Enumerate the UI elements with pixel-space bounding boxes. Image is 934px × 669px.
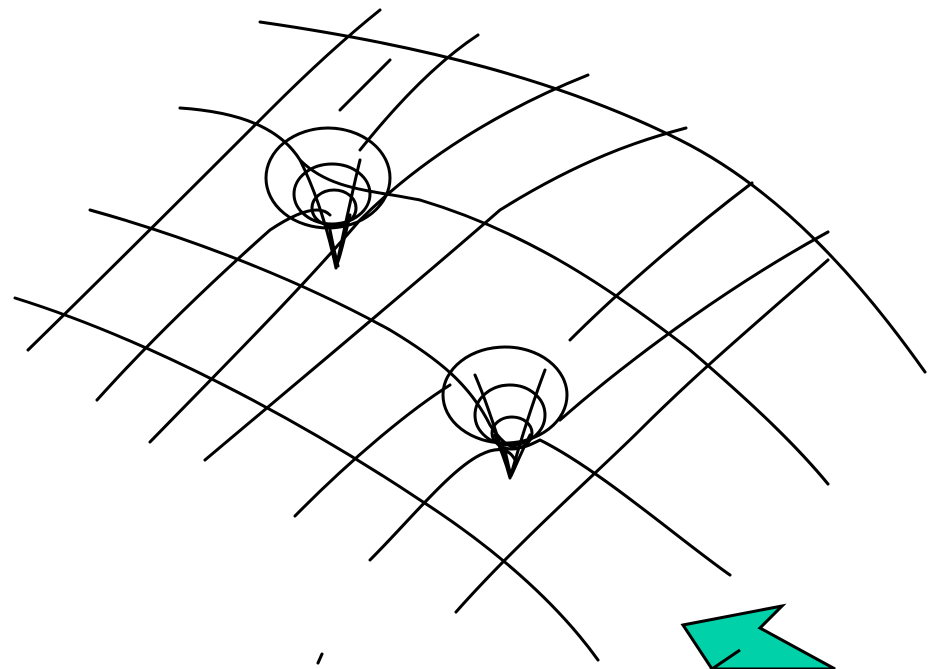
transverse-grid-lines	[28, 10, 828, 612]
gravity-well-upper	[266, 128, 390, 268]
grid-line-long-3	[90, 210, 730, 575]
grid-line-long-2	[180, 108, 828, 484]
gravity-well-lower	[443, 347, 567, 478]
arrow-up-left-icon	[683, 606, 835, 669]
grid-line-trans-8	[340, 60, 390, 110]
arrow-shape	[683, 606, 835, 669]
small-tick-mark	[318, 654, 322, 663]
well-lower-ring-outer	[443, 347, 567, 443]
